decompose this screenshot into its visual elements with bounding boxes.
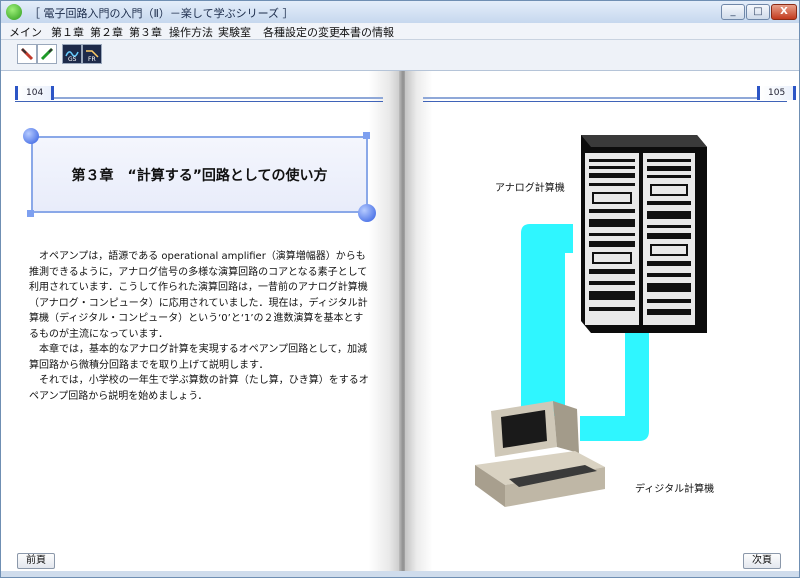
right-page: 105 [405,71,799,571]
next-page-button[interactable]: 次頁 [743,553,781,569]
corner-ornament-top-left [23,128,39,144]
paragraph-1: オペアンプは，語源である operational amplifier（演算増幅器… [29,251,368,340]
left-header-rule [15,97,383,99]
digital-computer [475,401,605,507]
right-header-rule-thin [423,101,787,102]
menu-lab[interactable]: 実験室 [218,26,251,39]
label-digital-computer: ディジタル計算機 [635,484,715,495]
right-page-number: 105 [757,86,797,100]
paragraph-3: それでは，小学校の一年生で学ぶ算数の計算（たし算，ひき算）をするオペアンプ回路か… [29,375,369,402]
maximize-button[interactable]: □ [746,4,770,20]
tool4-caption: FR [88,56,96,63]
title-bar[interactable]: ［ 電子回路入門の入門（Ⅱ）－楽して学ぶシリーズ ］ _ □ X [1,1,799,24]
left-page-number: 104 [15,86,55,100]
menu-operation[interactable]: 操作方法 [169,26,213,39]
chapter-intro-text: オペアンプは，語源である operational amplifier（演算増幅器… [29,249,371,404]
window-title: ［ 電子回路入門の入門（Ⅱ）－楽して学ぶシリーズ ］ [29,7,294,20]
frequency-icon [86,50,99,58]
menu-bar: メイン 第１章 第２章 第３章 操作方法 実験室 各種設定の変更 本書の情報 [1,23,799,40]
menu-chapter-1[interactable]: 第１章 [51,26,84,39]
chapter-heading: 第３章 “計算する”回路としての使い方 [71,168,328,184]
prev-page-button[interactable]: 前頁 [17,553,55,569]
probe-tool-button[interactable] [17,44,37,64]
probe-icon [20,47,34,61]
connector-path [521,224,573,416]
left-header-rule-thin [15,101,383,102]
oscilloscope-icon [65,51,79,57]
graph-scope-button[interactable]: GS [62,44,82,64]
menu-settings[interactable]: 各種設定の変更 [263,26,340,39]
book-view: 104 第３章 “計算する”回路としての使い方 オペアンプは，語源である ope… [1,71,799,571]
minimize-button[interactable]: _ [721,4,745,20]
label-analog-computer: アナログ計算機 [495,183,565,194]
paragraph-2: 本章では，基本的なアナログ計算を実現するオペアンプ回路として，加減算回路から微積… [29,344,368,371]
toolbar: GS FR [1,40,799,71]
computer-illustration [475,135,707,507]
corner-square-bottom-left [27,210,34,217]
menu-about[interactable]: 本書の情報 [339,26,394,39]
menu-chapter-2[interactable]: 第２章 [90,26,123,39]
menu-chapter-3[interactable]: 第３章 [129,26,162,39]
connector-path-lower [580,331,649,441]
pen-tool-button[interactable] [37,44,57,64]
book-spine [399,71,407,571]
rack-panel-details [589,159,691,315]
close-button[interactable]: X [771,4,797,20]
left-page: 104 第３章 “計算する”回路としての使い方 オペアンプは，語源である ope… [1,71,401,571]
chapter-heading-box: 第３章 “計算する”回路としての使い方 [31,136,368,213]
menu-main[interactable]: メイン [9,26,42,39]
pen-icon [40,47,54,61]
corner-square-top-right [363,132,370,139]
frequency-response-button[interactable]: FR [82,44,102,64]
app-logo-icon [6,4,22,20]
corner-ornament-bottom-right [358,204,376,222]
tool3-caption: GS [68,56,77,63]
right-header-rule [423,97,787,99]
